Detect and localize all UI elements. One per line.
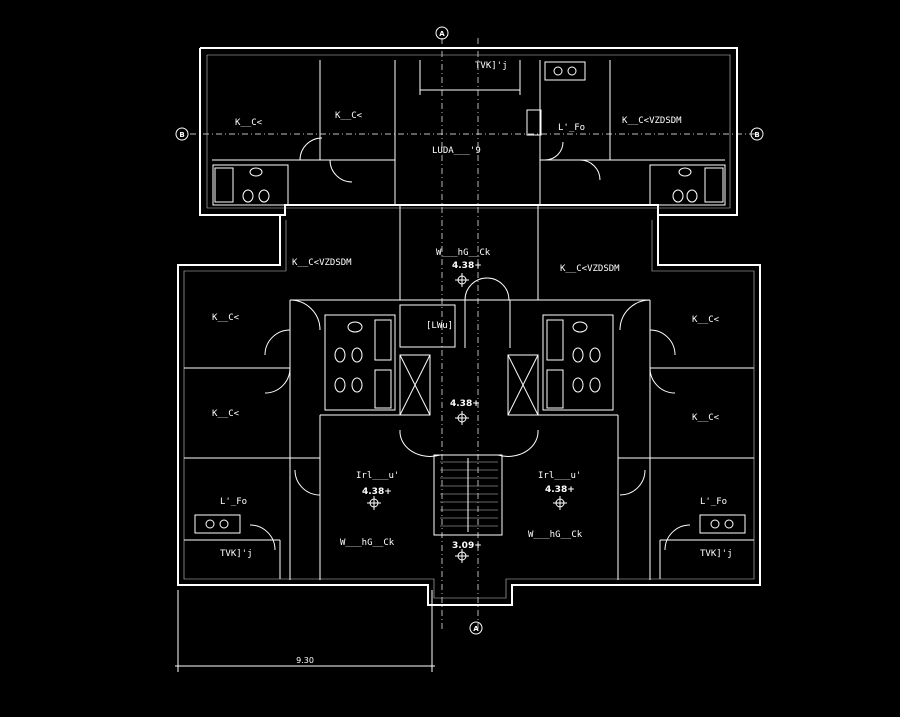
core-bathrooms — [324, 314, 614, 411]
label-mid-master-right: K__C<VZDSDM — [560, 264, 620, 274]
label-top-bed-left: K__C< — [235, 118, 263, 128]
level-right-dining: 4.38+ — [545, 485, 575, 495]
axis-marker-bottom: A — [469, 621, 483, 635]
label-left-bed1: K__C< — [212, 313, 240, 323]
dimension-value: 9.30 — [296, 656, 314, 665]
label-left-dining: Irl___u' — [356, 471, 399, 481]
label-left-balcony: TVK]'j — [220, 549, 253, 559]
label-top-balcony: TVK]'j — [475, 61, 508, 71]
level-core: 4.38+ — [450, 399, 480, 409]
level-stair: 3.09+ — [452, 541, 482, 551]
axis-label-right: B — [754, 131, 759, 139]
label-mid-master-left: K__C<VZDSDM — [292, 258, 352, 268]
axis-marker-left: B — [175, 127, 189, 141]
label-top-master-right: K__C<VZDSDM — [622, 116, 682, 126]
top-block-rooms — [212, 60, 726, 206]
label-right-kitchen: L'_Fo — [700, 497, 727, 507]
dimension-line: 9.30 — [175, 590, 435, 672]
room-labels: TVK]'j K__C< K__C< K__C<VZDSDM L'_Fo LUD… — [212, 61, 733, 559]
axis-label-left: B — [179, 131, 184, 139]
level-markers — [367, 273, 567, 563]
axis-marker-top: A — [435, 26, 449, 40]
label-right-dining: Irl___u' — [538, 471, 581, 481]
exterior-walls — [177, 47, 761, 606]
side-wings — [184, 299, 754, 580]
label-left-bed2: K__C< — [212, 409, 240, 419]
label-mid-living: W___hG__Ck — [436, 248, 491, 258]
label-right-living: W___hG__Ck — [528, 530, 583, 540]
label-right-bed2: K__C< — [692, 413, 720, 423]
central-core — [290, 205, 650, 536]
axis-marker-right: B — [750, 127, 764, 141]
axis-lines — [190, 38, 755, 630]
label-lift: [LWu] — [426, 321, 453, 331]
label-top-kitchen-right: L'_Fo — [558, 123, 585, 133]
stair-treads — [440, 458, 498, 532]
axis-label-bottom: A — [473, 625, 479, 633]
label-left-living: W___hG__Ck — [340, 538, 395, 548]
level-left-dining: 4.38+ — [362, 487, 392, 497]
axis-label-top: A — [439, 30, 445, 38]
label-left-kitchen: L'_Fo — [220, 497, 247, 507]
label-right-bed1: K__C< — [692, 315, 720, 325]
label-top-lobby: LUDA___'9 — [432, 146, 481, 156]
level-mid-living: 4.38+ — [452, 261, 482, 271]
label-right-balcony: TVK]'j — [700, 549, 733, 559]
label-top-bed-left2: K__C< — [335, 111, 363, 121]
